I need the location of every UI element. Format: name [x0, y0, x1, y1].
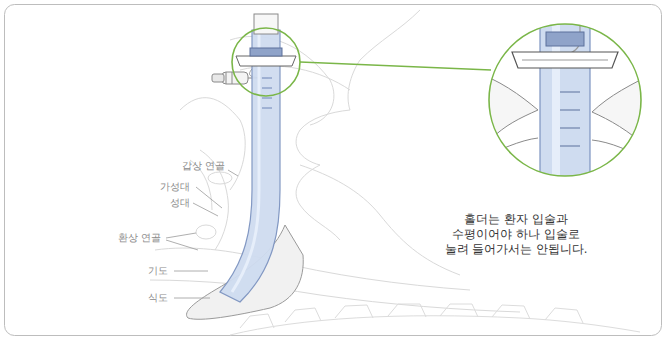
anatomy-label: 환상 연골 — [118, 232, 161, 244]
anatomy-label: 가성대 — [160, 181, 190, 193]
anatomy-label: 식도 — [148, 292, 168, 304]
anatomy-label: 갑상 연골 — [182, 160, 225, 172]
callout-note: 홀더는 환자 입술과 수평이어야 하나 입술로 눌려 들어가서는 안됩니다. — [440, 212, 592, 257]
anatomy-label: 기도 — [148, 265, 168, 277]
anatomy-label: 성대 — [170, 197, 190, 209]
